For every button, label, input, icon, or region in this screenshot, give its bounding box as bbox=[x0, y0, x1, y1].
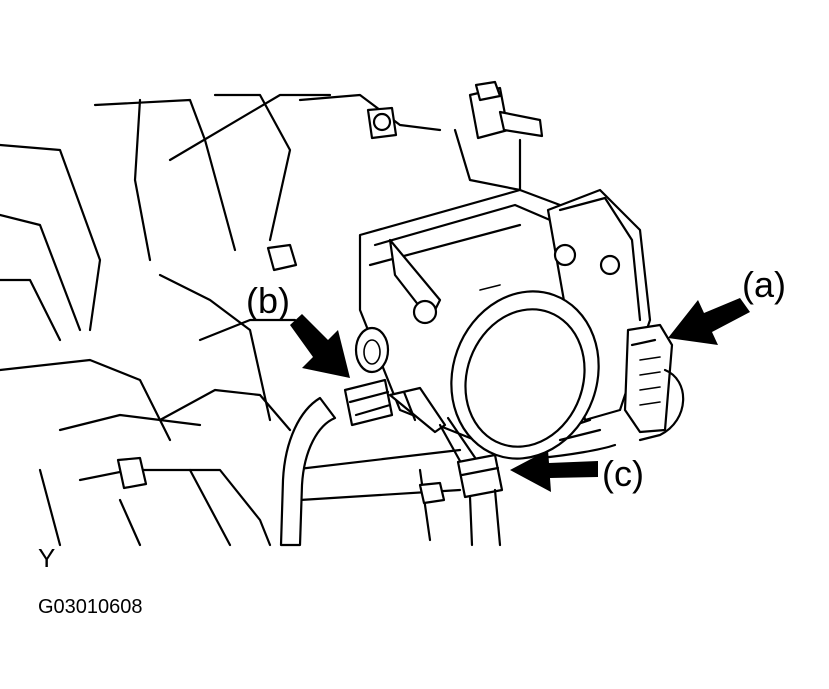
arrow-a bbox=[668, 298, 750, 345]
background-bolts bbox=[116, 106, 446, 505]
view-letter: Y bbox=[38, 543, 56, 573]
engine-background-lines bbox=[0, 93, 462, 547]
coolant-hose-b bbox=[279, 378, 447, 547]
figure-code: G03010608 bbox=[38, 596, 143, 618]
arrow-b bbox=[290, 314, 350, 378]
callout-arrows bbox=[290, 298, 750, 492]
callout-label-c: (c) bbox=[602, 453, 644, 494]
left-port bbox=[354, 326, 390, 374]
callout-label-b: (b) bbox=[246, 280, 290, 321]
arrow-c bbox=[510, 450, 598, 492]
throttle-position-connector bbox=[538, 323, 685, 460]
coolant-hose-c bbox=[438, 416, 504, 547]
callout-label-a: (a) bbox=[742, 264, 786, 305]
upper-pipe-fitting bbox=[453, 80, 544, 192]
